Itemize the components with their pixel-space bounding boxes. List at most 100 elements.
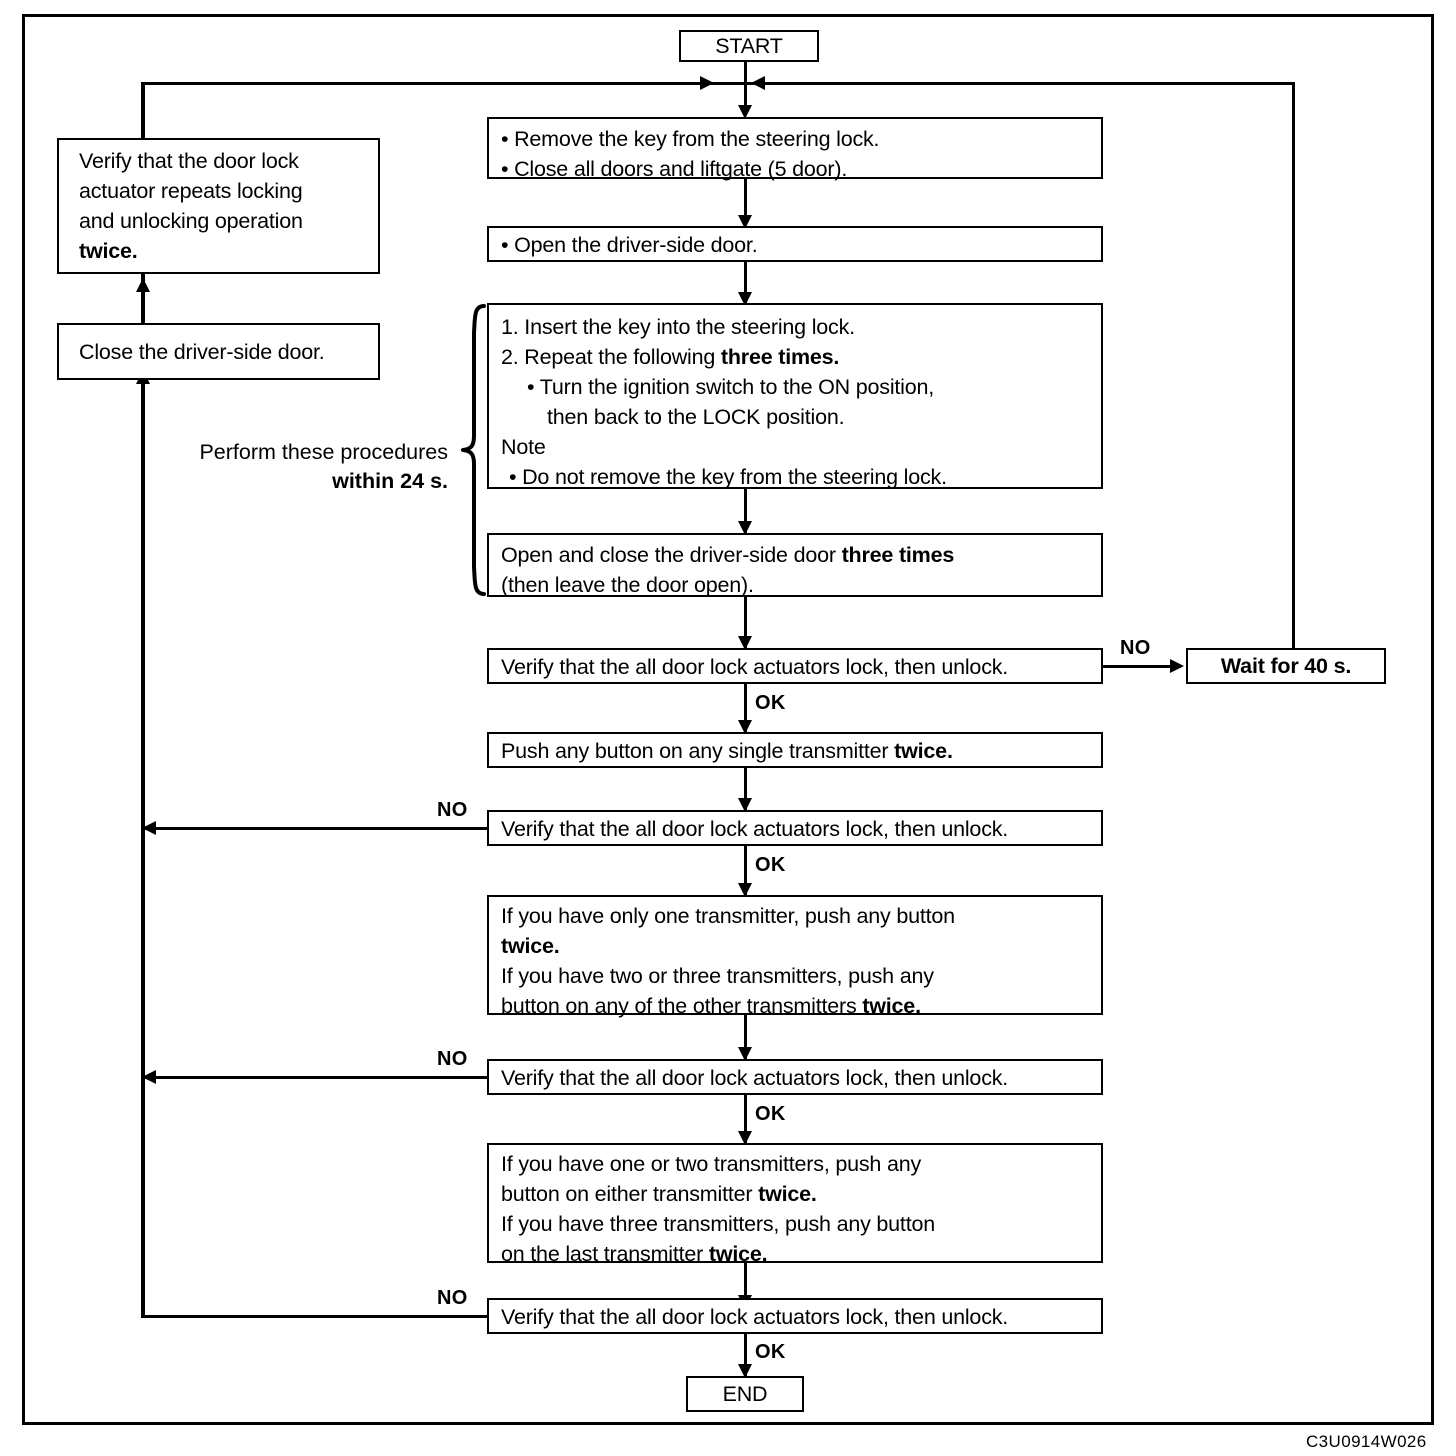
node-transmitters-a-l1: If you have only one transmitter, push a… [501,904,955,928]
node-transmitters-a: If you have only one transmitter, push a… [487,895,1103,1018]
node-close-driver-door: Close the driver-side door. [57,323,380,380]
arrow-into-opendoor [738,215,752,229]
timing-note: Perform these procedures within 24 s. [150,438,448,496]
node-verify-1: Verify that the all door lock actuators … [487,648,1103,684]
edge-wait40-riser [1292,82,1295,648]
node-start: START [679,30,819,62]
timing-note-line2: within 24 s. [332,469,448,493]
node-prep-line2: • Close all doors and liftgate (5 door). [501,157,848,181]
node-end: END [686,1376,804,1412]
node-verify-repeat: Verify that the door lock actuator repea… [57,138,380,274]
edge-verify2-ok [744,846,747,895]
node-open-close-door: Open and close the driver-side door thre… [487,533,1103,597]
edge-start-stem [744,62,747,84]
node-push-single-bold: twice. [894,739,953,763]
edge-label-ok-4: OK [755,1341,786,1363]
edge-keysteps-to-openclose [744,489,747,533]
node-verify-repeat-l2: actuator repeats locking [79,179,303,203]
node-verify-2-label: Verify that the all door lock actuators … [501,817,1009,841]
edge-verify4-ok [744,1334,747,1378]
edge-openclose-to-verify1 [744,597,747,648]
edge-transmittersa-to-verify3 [744,1015,747,1059]
node-verify-repeat-l4: twice. [79,239,138,263]
node-end-label: END [722,1382,768,1406]
edge-prep-to-opendoor [744,179,747,223]
arrow-into-end [738,1364,752,1378]
arrow-return-right-into-junction [751,76,765,90]
edge-label-no-2: NO [437,799,468,821]
node-push-single-transmitter: Push any button on any single transmitte… [487,732,1103,768]
node-wait-40s: Wait for 40 s. [1186,648,1386,684]
node-transmitters-b-l1: If you have one or two transmitters, pus… [501,1152,922,1176]
node-verify-repeat-l1: Verify that the door lock [79,149,299,173]
node-prep: • Remove the key from the steering lock.… [487,117,1103,181]
node-key-steps-note-head: Note [501,435,546,459]
node-open-close-door-line1-bold: three times [841,543,955,567]
edge-left-return-spine [141,82,145,1318]
arrow-into-transmitters-b [738,1131,752,1145]
node-transmitters-b: If you have one or two transmitters, pus… [487,1143,1103,1266]
node-open-close-door-line2: (then leave the door open). [501,573,754,597]
node-verify-4-label: Verify that the all door lock actuators … [501,1305,1009,1329]
edge-verify1-ok [744,684,747,732]
node-key-steps-bullet-a: • Turn the ignition switch to the ON pos… [527,375,935,399]
node-transmitters-a-l4-bold: twice. [862,994,921,1018]
node-key-steps-step1: 1. Insert the key into the steering lock… [501,315,855,339]
arrow-into-verify1 [738,636,752,650]
node-transmitters-a-l3: If you have two or three transmitters, p… [501,964,934,988]
arrow-into-verify-repeat [136,278,150,292]
node-transmitters-a-l2: twice. [501,934,560,958]
edge-label-no-4: NO [437,1287,468,1309]
node-transmitters-b-l3: If you have three transmitters, push any… [501,1212,935,1236]
edge-label-ok-1: OK [755,692,786,714]
arrow-into-openclose [738,521,752,535]
timing-note-line1: Perform these procedures [199,440,448,464]
node-key-steps: 1. Insert the key into the steering lock… [487,303,1103,489]
arrow-verify2-no-left [142,821,156,835]
node-open-driver-door: • Open the driver-side door. [487,226,1103,262]
arrow-into-push-single [738,720,752,734]
arrow-into-prep [738,105,752,119]
edge-transmittersb-to-verify4 [744,1263,747,1307]
node-start-label: START [715,34,783,58]
node-key-steps-step2-bold: three times. [720,345,840,369]
node-verify-3-label: Verify that the all door lock actuators … [501,1066,1009,1090]
node-open-close-door-line1-pre: Open and close the driver-side door [501,543,842,567]
timing-brace [460,303,486,597]
edge-verify4-no [142,1315,487,1318]
arrow-verify3-no-left [142,1070,156,1084]
node-transmitters-b-l2-pre: button on either transmitter [501,1182,759,1206]
node-key-steps-bullet-b: then back to the LOCK position. [547,405,845,429]
edge-label-ok-3: OK [755,1103,786,1125]
diagram-border [22,14,1434,1425]
node-close-driver-door-label: Close the driver-side door. [79,339,325,364]
node-verify-4: Verify that the all door lock actuators … [487,1298,1103,1334]
edge-return-bus-top [142,82,1294,85]
node-verify-repeat-l3: and unlocking operation [79,209,303,233]
edge-label-no-1: NO [1120,637,1151,659]
node-wait-40s-label: Wait for 40 s. [1220,654,1352,678]
arrow-into-verify2 [738,798,752,812]
edge-label-no-3: NO [437,1048,468,1070]
edge-verify2-no [142,827,487,830]
arrow-return-left-into-junction [700,76,714,90]
edge-label-ok-2: OK [755,854,786,876]
arrow-into-wait40 [1170,659,1184,673]
node-verify-2: Verify that the all door lock actuators … [487,810,1103,846]
edge-opendoor-to-keysteps [744,262,747,304]
node-verify-3: Verify that the all door lock actuators … [487,1059,1103,1095]
edge-verify1-no [1103,665,1181,668]
edge-verify3-ok [744,1095,747,1143]
arrow-into-transmitters-a [738,883,752,897]
node-key-steps-step2-pre: 2. Repeat the following [501,345,721,369]
node-transmitters-a-l4-pre: button on any of the other transmitters [501,994,863,1018]
edge-junction-to-prep [744,82,747,111]
node-transmitters-b-l4-pre: on the last transmitter [501,1242,709,1266]
node-verify-1-label: Verify that the all door lock actuators … [501,655,1009,679]
figure-code: C3U0914W026 [1306,1432,1427,1451]
node-prep-line1: • Remove the key from the steering lock. [501,127,880,151]
node-push-single-pre: Push any button on any single transmitte… [501,739,895,763]
arrow-into-verify3 [738,1047,752,1061]
edge-verify3-no [142,1076,487,1079]
